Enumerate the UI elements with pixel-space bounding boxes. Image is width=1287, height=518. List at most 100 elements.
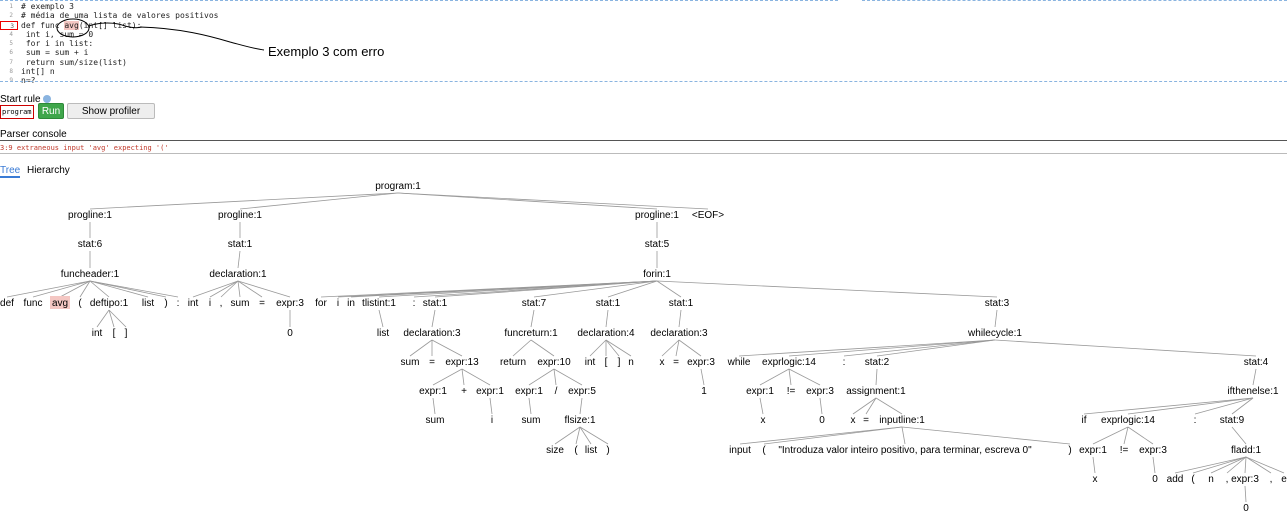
tree-node: != — [1120, 445, 1129, 456]
tree-edge — [865, 397, 877, 415]
tree-edge — [530, 339, 555, 357]
code-line[interactable]: # média de uma lista de valores positivo… — [21, 11, 218, 20]
tree-node: ) — [606, 445, 609, 456]
tree-node: 0 — [287, 328, 293, 339]
tree-edge — [553, 368, 583, 386]
tree-node: input — [729, 445, 751, 456]
tree-node: deftipo:1 — [90, 298, 129, 309]
tree-node: n — [1208, 474, 1214, 485]
code-text: int[] n — [21, 67, 55, 77]
tree-node: avg — [52, 298, 68, 309]
tab-hierarchy[interactable]: Hierarchy — [26, 165, 70, 176]
start-rule-text: Start rule — [0, 94, 41, 105]
tree-edge — [843, 339, 996, 357]
tree-edge — [530, 309, 535, 328]
tree-node: add — [1167, 474, 1184, 485]
code-text: def func — [21, 20, 65, 30]
tree-node: , — [1226, 474, 1229, 485]
tree-edge — [1194, 397, 1254, 415]
tree-node: = — [673, 357, 679, 368]
tree-node: funcreturn:1 — [504, 328, 558, 339]
start-rule-input[interactable] — [0, 105, 34, 119]
tree-node: declaration:1 — [209, 269, 267, 280]
tree-node: tlistint:1 — [362, 298, 396, 309]
tree-node: flsize:1 — [564, 415, 596, 426]
tree-node: stat:7 — [522, 298, 547, 309]
tree-node: stat:1 — [669, 298, 694, 309]
tree-edge — [6, 280, 91, 298]
tab-tree[interactable]: Tree — [0, 165, 21, 178]
tree-node: : — [1194, 415, 1197, 426]
tree-node: def — [0, 298, 14, 309]
tree-node: : — [413, 298, 416, 309]
tree-node: ( — [762, 445, 766, 456]
tree-node: expr:3 — [1139, 445, 1167, 456]
tree-edge — [678, 309, 682, 328]
tree-node: assignment:1 — [846, 386, 906, 397]
tree-node: + — [461, 386, 467, 397]
tree-node: = — [429, 357, 435, 368]
tree-edge — [489, 397, 493, 415]
line-number: 9 — [9, 77, 13, 85]
line-number: 7 — [9, 58, 13, 66]
tree-edge — [589, 339, 607, 357]
tree-edge — [32, 280, 91, 298]
tree-edge — [656, 280, 682, 298]
tree-edge — [1092, 426, 1129, 445]
tree-node: 0 — [1243, 503, 1249, 514]
tree-node: ) — [1068, 445, 1071, 456]
annotation-circle — [56, 18, 90, 38]
tree-node: [ — [605, 357, 608, 368]
tree-edge — [108, 309, 127, 328]
tree-node: for — [315, 298, 327, 309]
code-line[interactable]: int[] n — [21, 67, 218, 76]
tree-node: exprlogic:14 — [762, 357, 816, 368]
line-number: 4 — [9, 30, 13, 38]
tree-node: stat:2 — [865, 357, 890, 368]
tree-node: forin:1 — [643, 269, 671, 280]
tree-node: expr:1 — [515, 386, 543, 397]
tree-node: while — [727, 357, 751, 368]
tree-edge — [431, 339, 463, 357]
code-line[interactable]: # exemplo 3 — [21, 2, 218, 11]
tree-node: : — [177, 298, 180, 309]
tree-edge — [237, 280, 241, 298]
line-number: 8 — [9, 68, 13, 76]
tree-edge — [237, 280, 263, 298]
tree-node: expr:3 — [806, 386, 834, 397]
tree-edge — [553, 368, 557, 386]
tree-node: ] — [618, 357, 621, 368]
tree-node: ) — [164, 298, 167, 309]
code-line[interactable]: return sum/size(list) — [21, 58, 218, 67]
tree-node: exprlogic:14 — [1101, 415, 1155, 426]
tree-node: expr:1 — [419, 386, 447, 397]
tree-node: "Introduza valor inteiro positivo, para … — [778, 445, 1032, 456]
tree-edge — [89, 280, 110, 298]
tree-node: / — [555, 386, 558, 397]
tree-node: x — [851, 415, 856, 426]
editor-top-border — [0, 0, 838, 1]
tree-node: list — [142, 298, 154, 309]
info-icon[interactable] — [42, 95, 51, 103]
start-rule-label: Start rule — [0, 94, 51, 105]
tree-edge — [678, 339, 702, 357]
tree-edge — [1252, 368, 1257, 386]
code-line[interactable]: int i, sum = 0 — [21, 30, 218, 39]
tree-node: list — [377, 328, 389, 339]
tree-node: expr:3 — [1231, 474, 1259, 485]
line-number: 5 — [9, 40, 13, 48]
tree-node: expr:5 — [568, 386, 596, 397]
code-text: for i in list: — [21, 39, 94, 49]
tree-edge — [852, 397, 877, 415]
show-profiler-button[interactable]: Show profiler — [67, 103, 155, 119]
run-button[interactable]: Run — [38, 103, 64, 119]
tree-edge — [431, 309, 436, 328]
code-line[interactable]: for i in list: — [21, 39, 218, 48]
code-line[interactable]: n=? — [21, 76, 218, 85]
tree-edge — [788, 368, 792, 386]
tree-node: return — [500, 357, 526, 368]
tree-edge — [700, 368, 705, 386]
tree-edge — [89, 192, 399, 210]
code-line[interactable]: sum = sum + i — [21, 48, 218, 57]
error-token: avg — [64, 20, 79, 30]
